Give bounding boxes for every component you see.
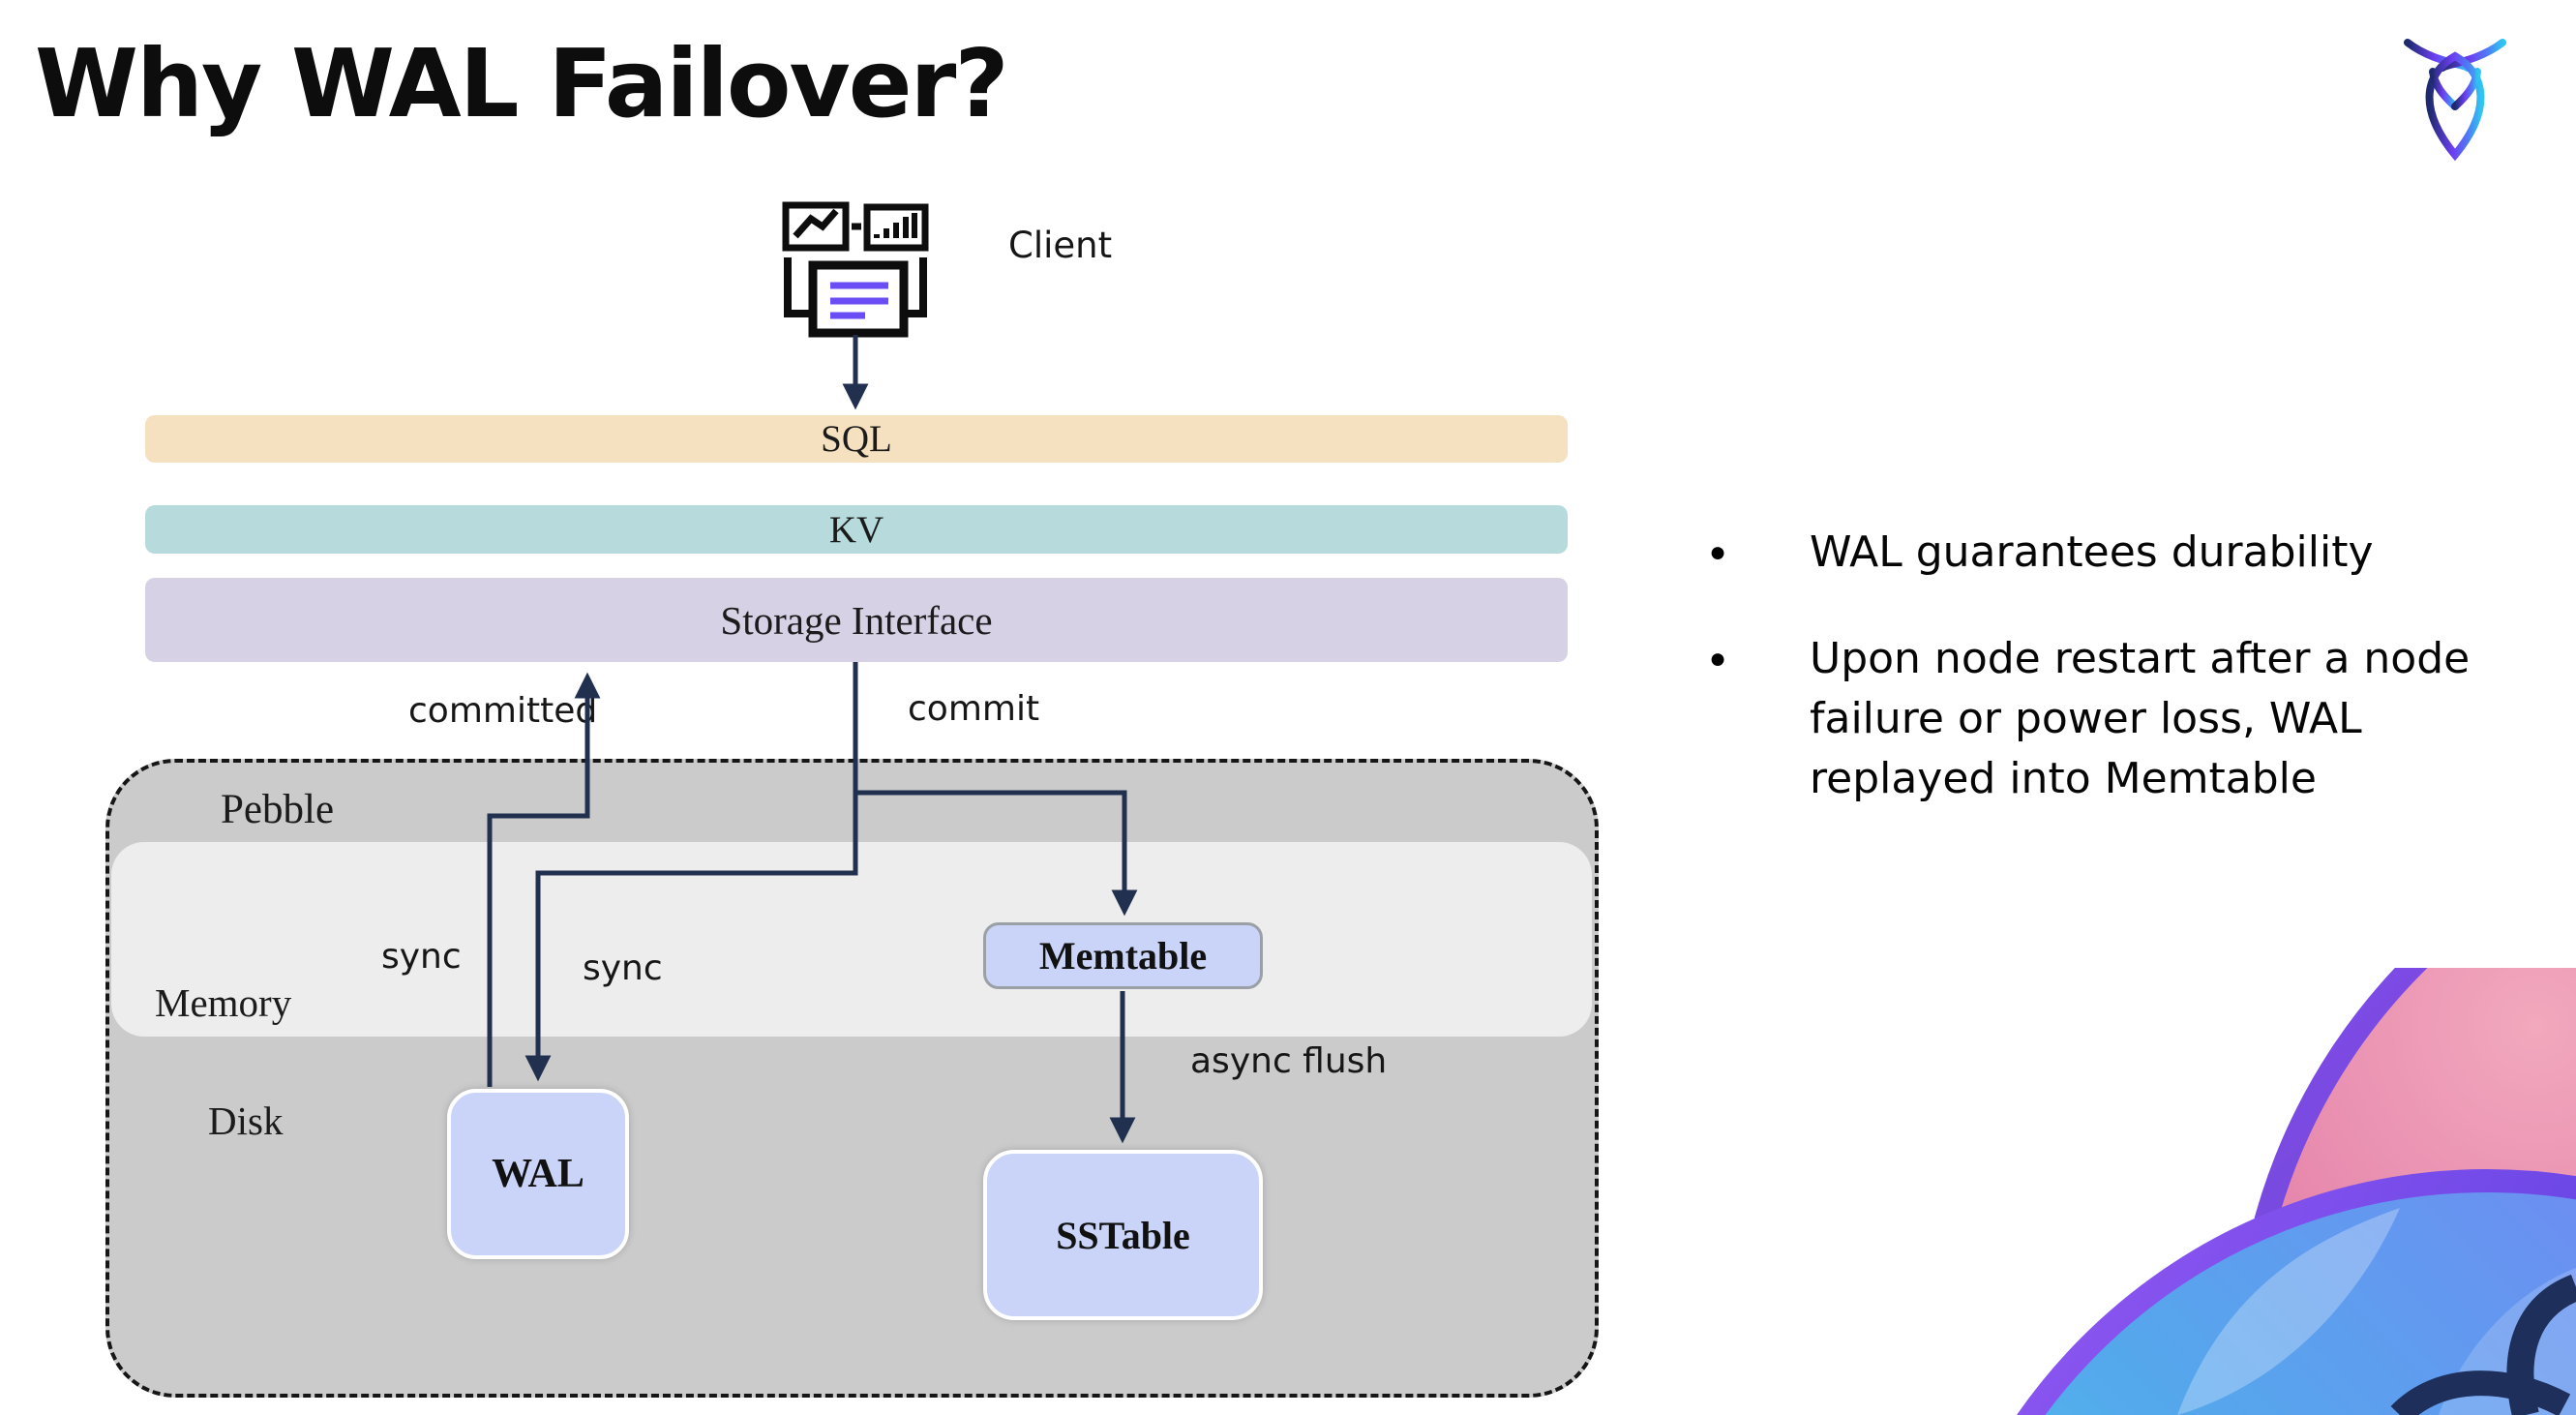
client-terminal-icon: [782, 201, 929, 338]
node-memtable: Memtable: [983, 922, 1263, 989]
node-sstable-label: SSTable: [1056, 1213, 1190, 1257]
list-item: ● WAL guarantees durability: [1709, 523, 2551, 583]
pebble-label: Pebble: [221, 787, 335, 832]
bullet-list: ● WAL guarantees durability ● Upon node …: [1709, 523, 2551, 856]
node-wal: WAL: [447, 1089, 629, 1259]
memory-label: Memory: [155, 980, 292, 1025]
edge-label-sync-left: sync: [381, 937, 462, 977]
node-wal-label: WAL: [492, 1152, 584, 1196]
memory-region: [111, 842, 1592, 1037]
edge-label-commit: commit: [908, 689, 1040, 729]
bullet-text-2: Upon node restart after a node failure o…: [1810, 634, 2471, 803]
layer-storage-label: Storage Interface: [720, 597, 993, 643]
layer-storage-interface: Storage Interface: [145, 578, 1568, 662]
cockroachdb-logo-icon: [2404, 39, 2506, 162]
layer-sql-label: SQL: [821, 418, 892, 460]
page-title: Why WAL Failover?: [35, 29, 1009, 138]
disk-label: Disk: [208, 1099, 284, 1143]
layer-sql: SQL: [145, 415, 1568, 463]
bullet-dot: ●: [1709, 536, 1727, 568]
edge-label-committed: committed: [408, 691, 598, 731]
bullet-dot: ●: [1709, 643, 1727, 675]
edge-label-sync-right: sync: [583, 948, 663, 988]
bullet-text-1: WAL guarantees durability: [1810, 527, 2374, 577]
client-label: Client: [1008, 225, 1113, 266]
edge-label-async-flush: async flush: [1190, 1041, 1388, 1081]
layer-kv-label: KV: [828, 508, 884, 551]
node-sstable: SSTable: [983, 1150, 1263, 1320]
layer-kv: KV: [145, 505, 1568, 554]
brand-sphere-art: [2017, 968, 2576, 1415]
list-item: ● Upon node restart after a node failure…: [1709, 629, 2551, 809]
node-memtable-label: Memtable: [1038, 934, 1208, 978]
